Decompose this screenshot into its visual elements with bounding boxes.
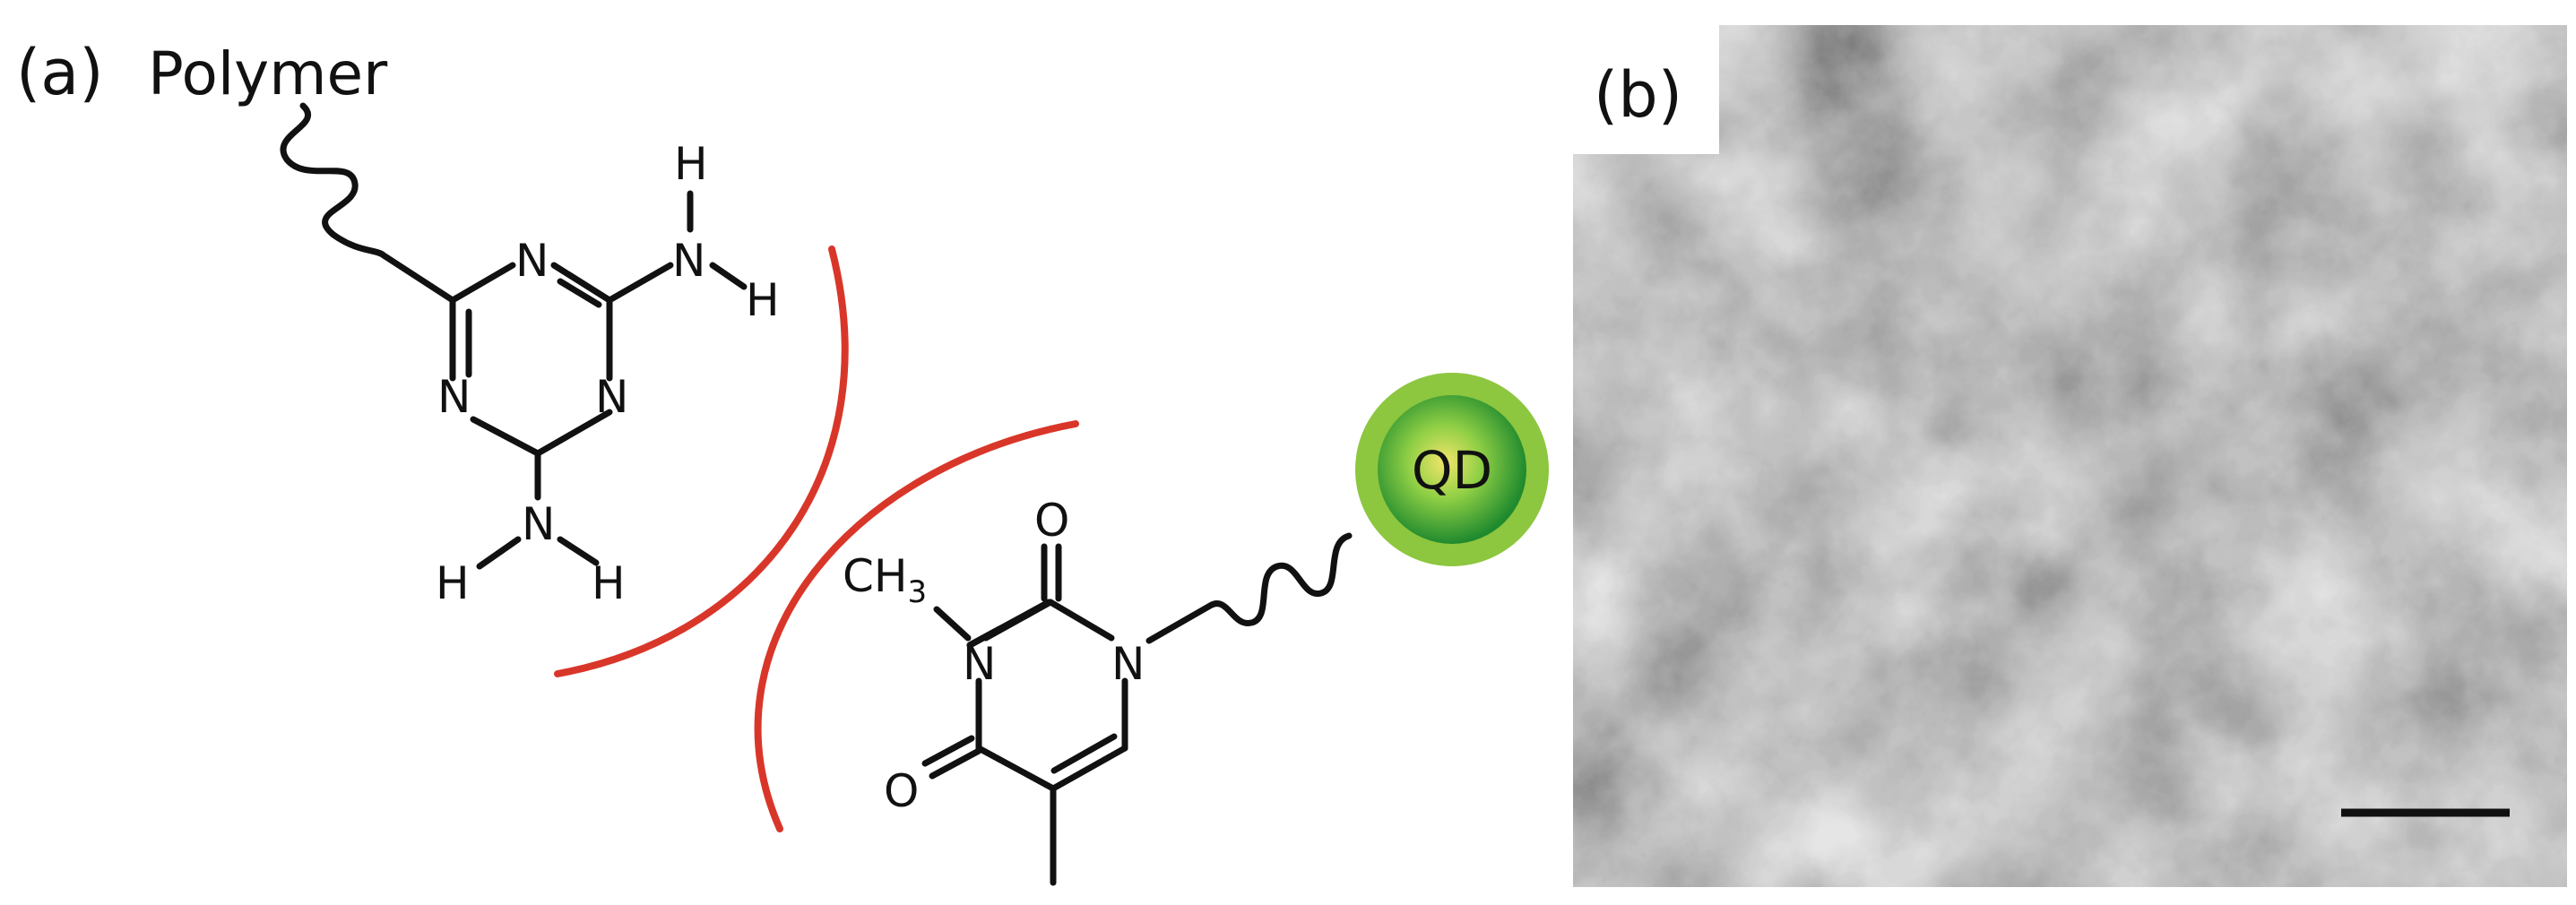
ch3-label: CH3 — [843, 550, 927, 610]
atom-h-amine-top-up: H — [674, 138, 708, 190]
atom-n-amine-top: N — [672, 235, 705, 287]
interaction-arc-lower — [754, 420, 1079, 832]
bond-n-h-bottom-left — [476, 536, 522, 570]
atom-h-amine-top-right: H — [746, 274, 780, 326]
bond-n3-ch3 — [933, 606, 972, 642]
atom-n3-thymine: N — [963, 638, 996, 690]
bond-c-nh2-top — [606, 262, 674, 304]
atom-h-amine-bottom-left: H — [436, 557, 470, 609]
atom-o-c4: O — [884, 765, 919, 817]
bond-n-h-top-right — [709, 262, 748, 290]
bond-c4-o-b — [921, 735, 975, 767]
triazine-ring — [449, 262, 613, 457]
polymer-label: Polymer — [148, 39, 388, 108]
panel-label-a: (a) — [16, 36, 104, 109]
bond-c2-n3 — [982, 599, 1054, 642]
bond-n-h-bottom-right — [557, 536, 600, 566]
qd-tether-wavy — [1145, 532, 1353, 644]
polymer-tether-wavy — [280, 102, 456, 304]
atom-n1-thymine: N — [1111, 638, 1145, 690]
panel-label-b: (b) — [1594, 58, 1682, 132]
atom-n-ring-left: N — [437, 371, 471, 423]
atom-n-amine-bottom: N — [522, 498, 555, 550]
atom-o-c2: O — [1034, 495, 1069, 547]
quantum-dot: QD — [1355, 373, 1549, 566]
qd-label: QD — [1412, 440, 1492, 501]
bond-c4-o-a — [929, 747, 982, 780]
atom-n-ring-top: N — [515, 235, 549, 287]
atom-n-ring-right: N — [595, 371, 628, 423]
atom-h-amine-bottom-right: H — [592, 557, 626, 609]
interaction-arc-upper — [554, 246, 849, 677]
bond-c2-n1 — [1047, 599, 1115, 642]
tem-micrograph — [1573, 25, 2567, 887]
